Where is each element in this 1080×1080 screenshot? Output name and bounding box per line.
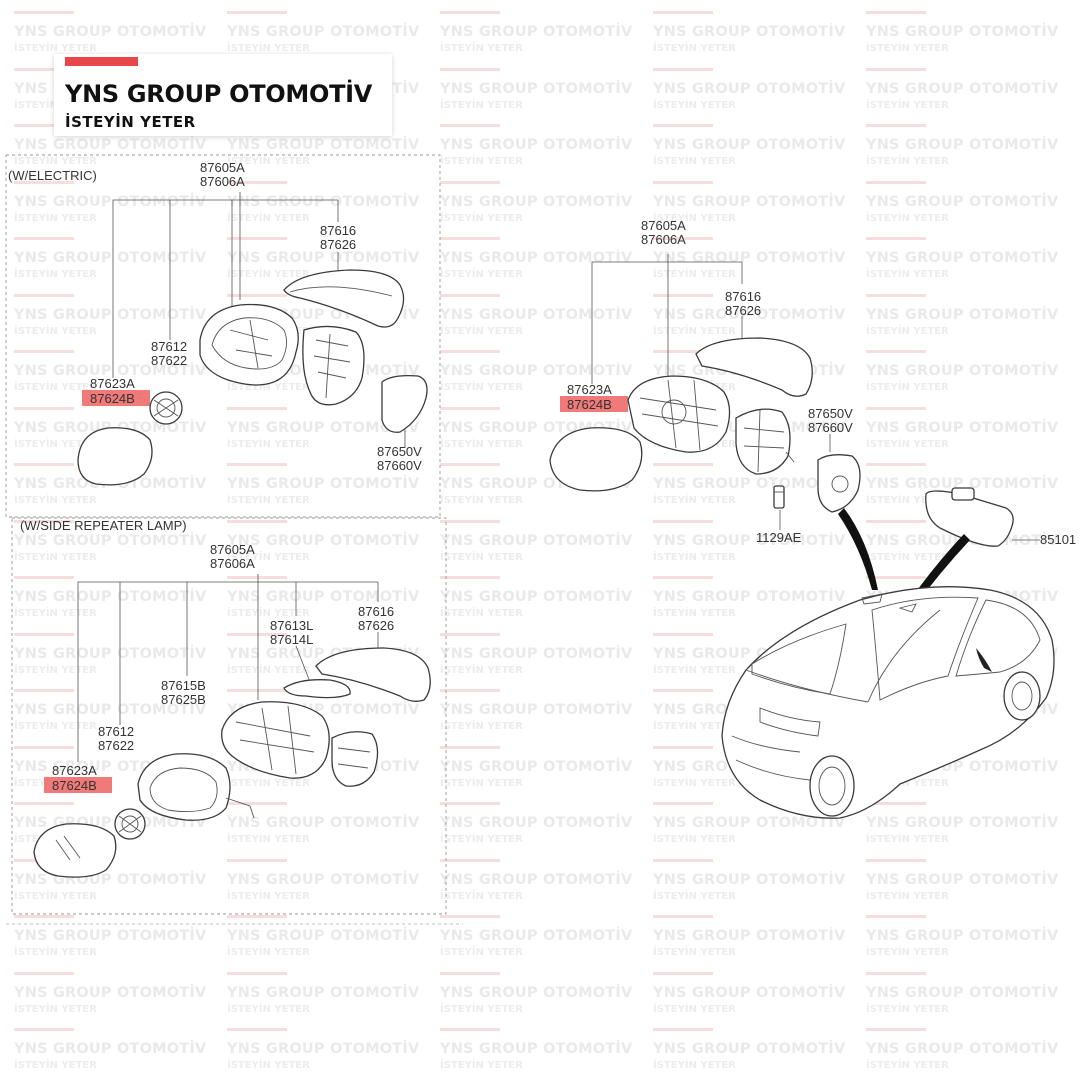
- label-r-87613L: 87613L: [270, 618, 313, 633]
- label-r-87606A: 87606A: [210, 556, 255, 571]
- logo-title: YNS GROUP OTOMOTİV: [65, 80, 373, 108]
- mirror-housing-icon: [627, 375, 731, 453]
- label-m-1129AE: 1129AE: [756, 530, 802, 545]
- screw-icon: [773, 485, 785, 509]
- label-m-87660V: 87660V: [808, 420, 853, 435]
- label-r-87625B: 87625B: [161, 692, 206, 707]
- electric-mirror-parts: [77, 269, 428, 486]
- label-m-87605A: 87605A: [641, 218, 686, 233]
- label-m-87616: 87616: [725, 289, 761, 304]
- mirror-glass-icon: [549, 427, 643, 492]
- mirror-skull-cap-icon: [817, 454, 861, 513]
- label-m-87624B: 87624B: [567, 397, 612, 412]
- repeater-section-box: [11, 517, 447, 915]
- logo-subtitle: İSTEYİN YETER: [65, 113, 196, 131]
- label-r-87616: 87616: [358, 604, 394, 619]
- label-r-87614L: 87614L: [270, 632, 313, 647]
- repeater-mirror-parts: [33, 647, 431, 878]
- label-r-87622: 87622: [98, 738, 134, 753]
- highlight-m-87624B: [560, 396, 628, 412]
- label-r-87612: 87612: [98, 724, 134, 739]
- car-illustration: [721, 586, 1055, 819]
- repeater-lamp-icon: [283, 679, 351, 699]
- mirror-housing-frame-icon: [137, 753, 231, 821]
- label-e-87622: 87622: [151, 353, 187, 368]
- mirror-cover-icon: [283, 269, 405, 328]
- highlight-e-87624B: [82, 390, 150, 406]
- label-r-87624B: 87624B: [52, 778, 97, 793]
- label-m-87650V: 87650V: [808, 406, 853, 421]
- label-m-85101: 85101: [1040, 532, 1076, 547]
- mirror-bracket-icon: [331, 731, 379, 787]
- mirror-cover-icon: [695, 337, 813, 397]
- label-m-87606A: 87606A: [641, 232, 686, 247]
- label-e-87623A: 87623A: [90, 376, 135, 391]
- mirror-bracket-icon: [735, 408, 791, 475]
- label-r-87605A: 87605A: [210, 542, 255, 557]
- label-r-87615B: 87615B: [161, 678, 206, 693]
- label-m-87626: 87626: [725, 303, 761, 318]
- mirror-skull-cap-icon: [381, 374, 428, 433]
- label-m-87623A: 87623A: [567, 382, 612, 397]
- section-title-electric: (W/ELECTRIC): [8, 168, 97, 183]
- label-r-87623A: 87623A: [52, 763, 97, 778]
- main-mirror-parts: [549, 337, 1014, 547]
- label-r-87626: 87626: [358, 618, 394, 633]
- electric-section-box: [5, 154, 441, 518]
- label-e-87606A: 87606A: [200, 174, 245, 189]
- main-leader-lines: [591, 254, 1040, 541]
- label-e-87650V: 87650V: [377, 444, 422, 459]
- section-title-repeater: (W/SIDE REPEATER LAMP): [20, 518, 187, 533]
- mirror-glass-icon: [77, 427, 153, 486]
- label-e-87612: 87612: [151, 339, 187, 354]
- label-e-87624B: 87624B: [90, 391, 135, 406]
- electric-leader-lines: [112, 192, 406, 448]
- label-e-87626: 87626: [320, 237, 356, 252]
- label-e-87605A: 87605A: [200, 160, 245, 175]
- mirror-housing-icon: [199, 303, 299, 386]
- main-labels: 87605A 87606A 87616 87626 87623A 87624B …: [560, 218, 1076, 547]
- mirror-housing-icon: [221, 701, 330, 779]
- label-e-87660V: 87660V: [377, 458, 422, 473]
- brand-logo-card: YNS GROUP OTOMOTİV İSTEYİN YETER: [54, 54, 392, 136]
- label-e-87616: 87616: [320, 223, 356, 238]
- highlight-r-87624B: [44, 777, 112, 793]
- repeater-labels: 87605A 87606A 87616 87626 87613L 87614L …: [44, 542, 394, 793]
- logo-accent-bar: [65, 57, 138, 66]
- repeater-leader-lines: [77, 574, 379, 762]
- pointer-arrow-mirror: [838, 508, 878, 590]
- electric-labels: 87605A 87606A 87616 87626 87612 87622 87…: [82, 160, 422, 473]
- mirror-cover-icon: [315, 647, 431, 702]
- mirror-bracket-icon: [302, 325, 365, 406]
